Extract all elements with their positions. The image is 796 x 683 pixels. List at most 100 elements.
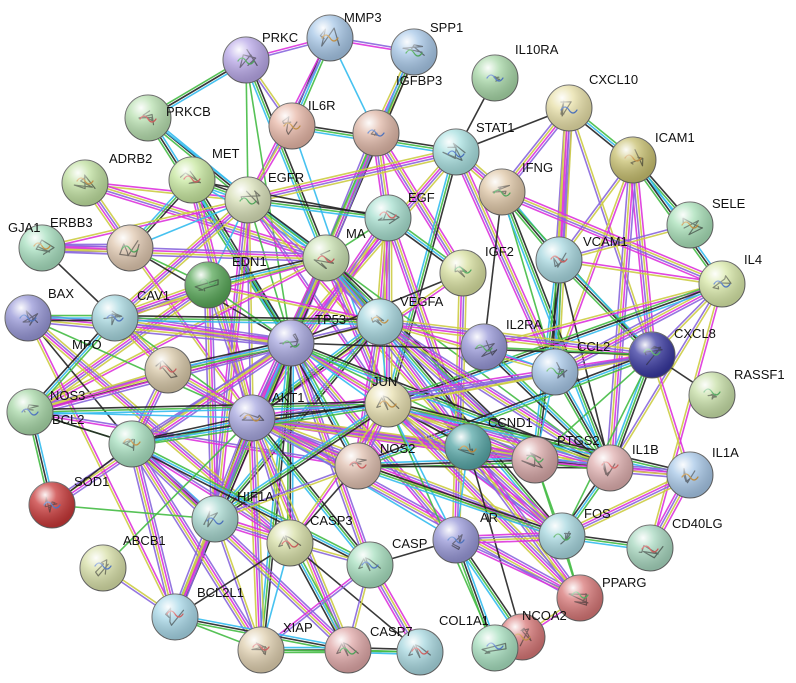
node-cd40lg[interactable]	[626, 524, 674, 572]
edge-line	[389, 152, 460, 405]
node-mmp3[interactable]	[306, 14, 354, 62]
edge-vegfa-cxcl8	[379, 317, 653, 360]
node-bax[interactable]	[4, 294, 52, 342]
node-erbb3[interactable]	[106, 224, 154, 272]
edge-line	[289, 343, 456, 542]
node-tp53[interactable]	[267, 319, 315, 367]
node-prkc[interactable]	[222, 36, 270, 84]
node-label-col1a1: COL1A1	[439, 613, 489, 628]
node-akt1[interactable]	[228, 394, 276, 442]
node-ptgs2[interactable]	[511, 436, 559, 484]
node-bcl2[interactable]	[108, 420, 156, 468]
node-gloss	[667, 202, 713, 248]
node-gloss	[109, 421, 155, 467]
edge-line	[552, 280, 721, 370]
edge-line	[290, 342, 611, 469]
edge-mpo-nos3	[29, 368, 169, 414]
node-mpo[interactable]	[144, 346, 192, 394]
node-gloss	[532, 349, 578, 395]
edge-line	[27, 320, 291, 348]
node-ccl2[interactable]	[531, 348, 579, 396]
node-label-erbb3: ERBB3	[50, 215, 93, 230]
edge-line	[379, 322, 652, 357]
node-casp9[interactable]	[324, 626, 372, 674]
edge-line	[207, 285, 380, 324]
node-cxcl8[interactable]	[628, 331, 676, 379]
node-label-edn1: EDN1	[232, 254, 267, 269]
node-igfbp3[interactable]	[352, 109, 400, 157]
node-spp1[interactable]	[390, 28, 438, 76]
node-adrb2[interactable]	[61, 159, 109, 207]
node-il6r[interactable]	[268, 102, 316, 150]
node-label-vegfa: VEGFA	[400, 294, 444, 309]
edge-line	[291, 340, 612, 467]
node-pparg[interactable]	[556, 574, 604, 622]
node-gloss	[365, 195, 411, 241]
node-bcl2l1[interactable]	[151, 593, 199, 641]
node-icam1[interactable]	[609, 136, 657, 184]
node-vcam1[interactable]	[535, 236, 583, 284]
edge-line	[41, 198, 248, 248]
edge-line	[214, 403, 389, 520]
edge-line	[134, 441, 265, 649]
node-hif1a[interactable]	[191, 495, 239, 543]
node-ifng[interactable]	[478, 168, 526, 216]
edge-line	[610, 284, 724, 470]
node-casp7[interactable]	[396, 628, 444, 676]
node-gloss	[303, 235, 349, 281]
node-rassf1[interactable]	[688, 371, 736, 419]
node-sod1[interactable]	[28, 481, 76, 529]
node-gloss	[461, 324, 507, 370]
node-il1b[interactable]	[586, 444, 634, 492]
node-vegfa[interactable]	[356, 298, 404, 346]
edge-line	[561, 473, 690, 536]
node-label-il10ra: IL10RA	[515, 42, 559, 57]
node-prkcb[interactable]	[124, 94, 172, 142]
node-sele[interactable]	[666, 201, 714, 249]
node-egfr[interactable]	[224, 176, 272, 224]
edge-line	[356, 467, 562, 540]
node-igf2[interactable]	[439, 249, 487, 297]
edge-line	[133, 440, 352, 648]
node-egf[interactable]	[364, 194, 412, 242]
edge-line	[248, 152, 457, 202]
node-ar[interactable]	[432, 516, 480, 564]
edge-line	[27, 281, 207, 410]
node-nos2[interactable]	[334, 442, 382, 490]
edge-line	[130, 444, 175, 618]
edge-cav1-vegfa	[114, 314, 381, 326]
edge-line	[130, 444, 261, 652]
edge-line	[381, 318, 613, 466]
node-il4[interactable]	[698, 260, 746, 308]
node-nos3[interactable]	[6, 388, 54, 436]
node-edn1[interactable]	[184, 261, 232, 309]
edge-line	[114, 318, 291, 345]
node-stat1[interactable]	[432, 128, 480, 176]
node-gja1[interactable]	[18, 224, 66, 272]
node-cav1[interactable]	[91, 294, 139, 342]
node-ccnd1[interactable]	[444, 423, 492, 471]
node-il1a[interactable]	[666, 451, 714, 499]
node-gloss	[445, 424, 491, 470]
node-fos[interactable]	[538, 512, 586, 560]
node-xiap[interactable]	[237, 626, 285, 674]
edge-line	[132, 442, 263, 650]
node-il10ra[interactable]	[471, 54, 519, 102]
node-jun[interactable]	[364, 380, 412, 428]
node-gloss	[19, 225, 65, 271]
node-il2ra[interactable]	[460, 323, 508, 371]
node-col1a1[interactable]	[471, 624, 519, 672]
edge-nos2-fos	[356, 462, 564, 540]
node-met[interactable]	[168, 156, 216, 204]
node-cxcl10[interactable]	[545, 84, 593, 132]
node-label-ptgs2: PTGS2	[557, 433, 600, 448]
node-casp3[interactable]	[266, 519, 314, 567]
edge-line	[502, 190, 723, 284]
node-abcb1[interactable]	[79, 544, 127, 592]
node-ma[interactable]	[302, 234, 350, 282]
node-gloss	[472, 625, 518, 671]
edge-line	[260, 342, 292, 651]
node-label-adrb2: ADRB2	[109, 151, 152, 166]
edge-line	[358, 461, 536, 470]
node-casp8[interactable]	[346, 541, 394, 589]
